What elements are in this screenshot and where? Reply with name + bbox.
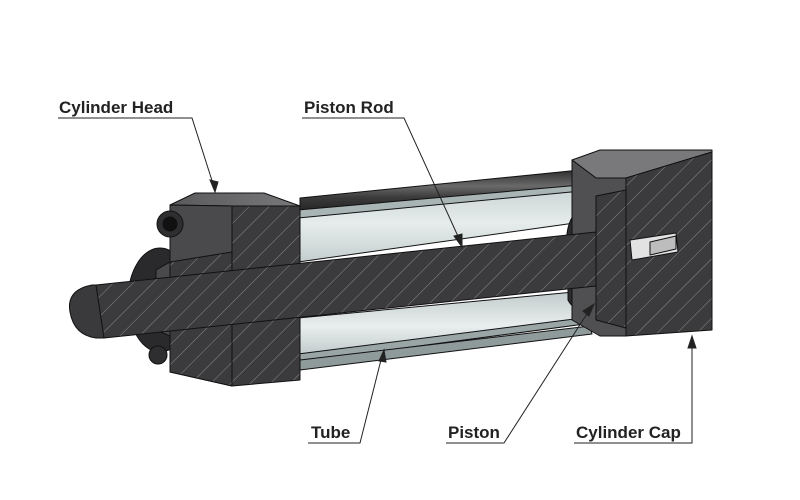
screw-head-icon [148, 345, 168, 365]
piston-label: Piston [448, 423, 500, 442]
leader-lines [58, 117, 697, 444]
piston-section [595, 189, 627, 329]
rod-end [68, 284, 105, 339]
piston-rod-label: Piston Rod [304, 98, 394, 117]
cylinder-cap-label: Cylinder Cap [576, 423, 681, 442]
head-top-face [169, 192, 301, 207]
cylinder-head-label: Cylinder Head [59, 98, 173, 117]
cylinder-assembly [68, 149, 713, 387]
tube-label: Tube [311, 423, 350, 442]
